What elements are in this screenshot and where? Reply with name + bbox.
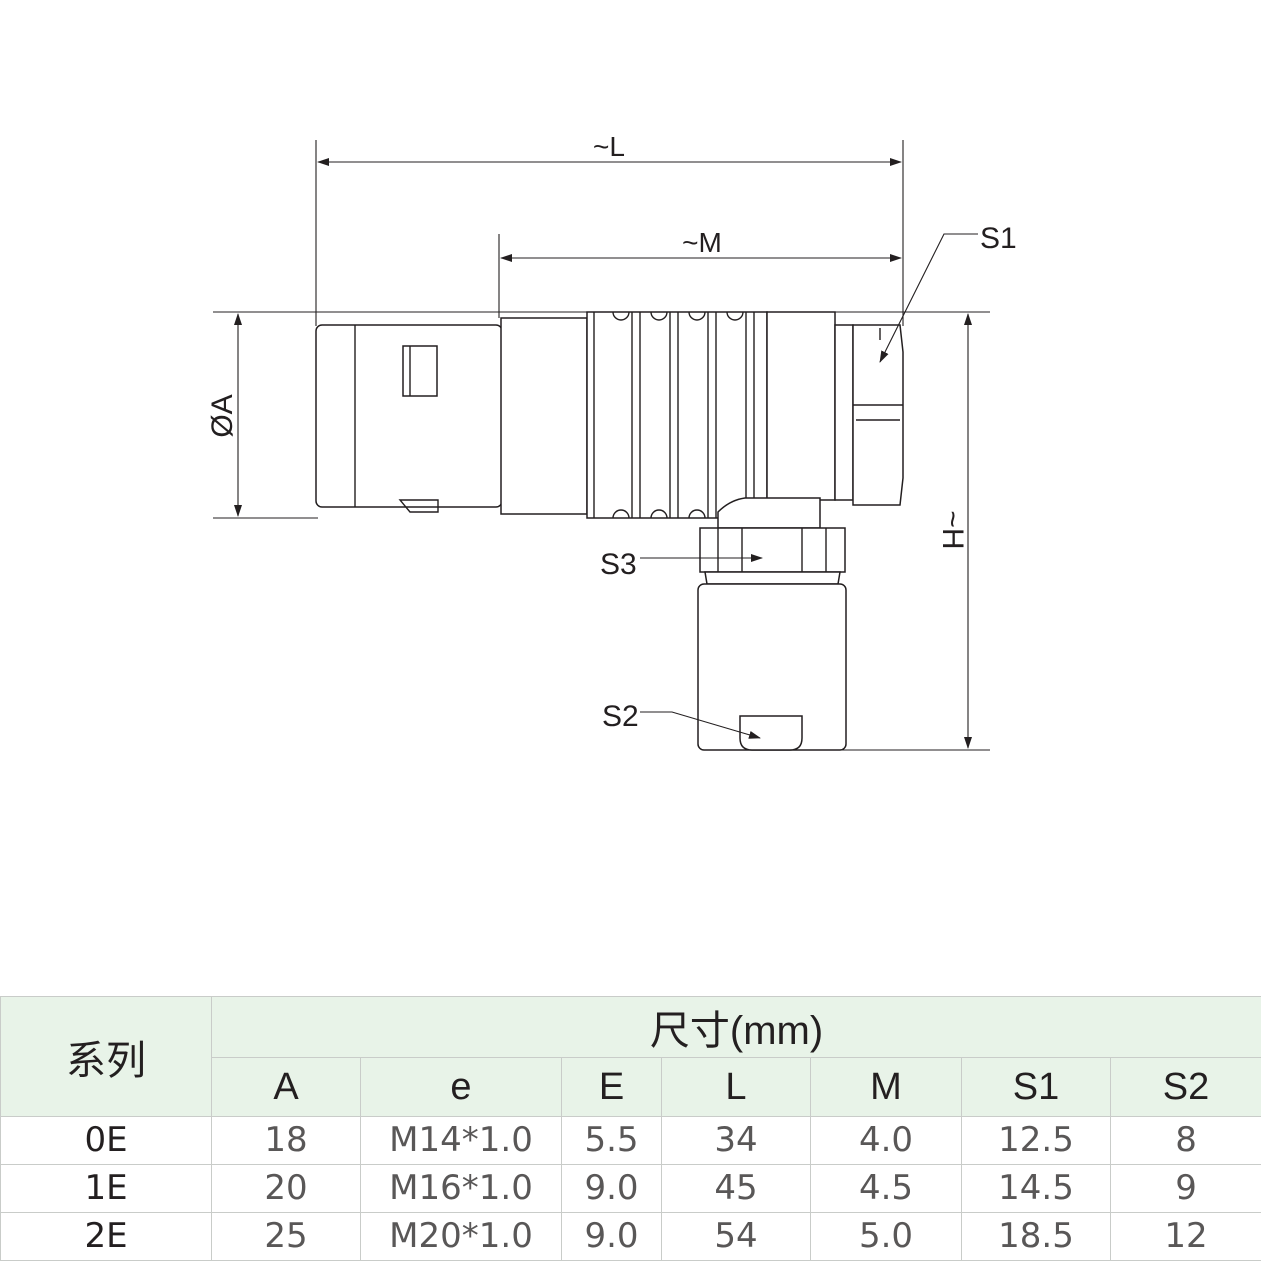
- column-header-m: M: [811, 1058, 962, 1117]
- series-cell: 2E: [1, 1213, 212, 1261]
- connector-grip: [587, 312, 767, 518]
- table-cell: 4.5: [811, 1165, 962, 1213]
- label-s2: S2: [602, 700, 639, 733]
- column-header-l: L: [662, 1058, 811, 1117]
- table-cell: 18.5: [962, 1213, 1111, 1261]
- connector-plug-front: [316, 325, 502, 512]
- table-row: 1E 20 M16*1.0 9.0 45 4.5 14.5 9: [1, 1165, 1261, 1213]
- connector-sleeve: [501, 318, 587, 514]
- table-cell: 9.0: [562, 1165, 662, 1213]
- connector-dimension-drawing: ~L ~M ØA ~H S1 S3 S2: [0, 0, 1261, 990]
- series-cell: 1E: [1, 1165, 212, 1213]
- table-cell: 4.0: [811, 1117, 962, 1165]
- table-cell: M16*1.0: [361, 1165, 562, 1213]
- series-cell: 0E: [1, 1117, 212, 1165]
- label-length-m: ~M: [682, 227, 722, 258]
- table-cell: 34: [662, 1117, 811, 1165]
- label-height-h: ~H: [936, 510, 969, 549]
- table-cell: 9: [1111, 1165, 1261, 1213]
- column-header-s1: S1: [962, 1058, 1111, 1117]
- label-diameter-a: ØA: [206, 394, 239, 437]
- label-length-total: ~L: [593, 131, 625, 162]
- table-cell: 12: [1111, 1213, 1261, 1261]
- table-cell: 20: [212, 1165, 361, 1213]
- connector-elbow: [718, 498, 820, 528]
- table-cell: 45: [662, 1165, 811, 1213]
- series-header: 系列: [1, 997, 212, 1117]
- column-header-a: A: [212, 1058, 361, 1117]
- connector-cable-body: [698, 584, 846, 750]
- table-row: 2E 25 M20*1.0 9.0 54 5.0 18.5 12: [1, 1213, 1261, 1261]
- connector-rear-housing: [767, 312, 903, 505]
- dimension-group-header: 尺寸(mm): [212, 997, 1261, 1058]
- table-cell: 5.0: [811, 1213, 962, 1261]
- nut-s3: [700, 528, 845, 584]
- column-header-s2: S2: [1111, 1058, 1261, 1117]
- label-s3: S3: [600, 548, 637, 581]
- table-cell: 9.0: [562, 1213, 662, 1261]
- table-cell: M20*1.0: [361, 1213, 562, 1261]
- table-cell: 14.5: [962, 1165, 1111, 1213]
- column-header-e-thread: e: [361, 1058, 562, 1117]
- table-cell: 12.5: [962, 1117, 1111, 1165]
- table-row: 0E 18 M14*1.0 5.5 34 4.0 12.5 8: [1, 1117, 1261, 1165]
- table-cell: 25: [212, 1213, 361, 1261]
- table-cell: 18: [212, 1117, 361, 1165]
- dimension-spec-table: 系列 尺寸(mm) A e E L M S1 S2 0E 18 M14*1.0 …: [0, 996, 1261, 1261]
- label-s1: S1: [980, 222, 1017, 255]
- table-cell: 8: [1111, 1117, 1261, 1165]
- table-cell: M14*1.0: [361, 1117, 562, 1165]
- table-cell: 5.5: [562, 1117, 662, 1165]
- column-header-e: E: [562, 1058, 662, 1117]
- table-cell: 54: [662, 1213, 811, 1261]
